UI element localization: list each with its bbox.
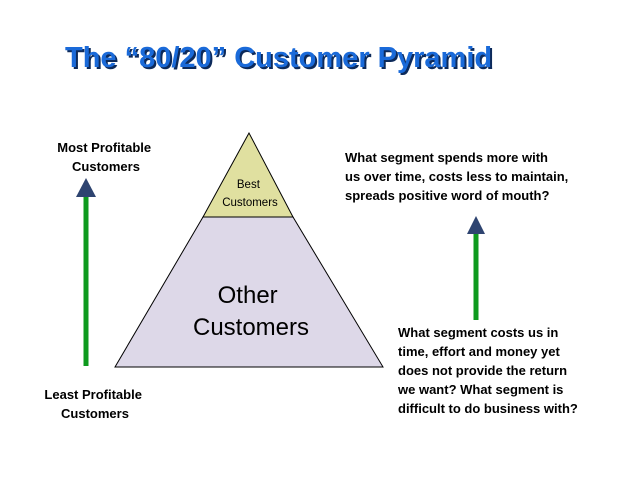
best-customers-label: Best Customers xyxy=(222,179,278,209)
most-profitable-label: Most Profitable Customers xyxy=(57,140,155,174)
least-profitable-label: Least Profitable Customers xyxy=(44,387,145,421)
page-title-shadow: The “80/20” Customer Pyramid xyxy=(67,44,494,76)
pyramid-top-segment xyxy=(202,131,294,218)
other-customers-label: Other Customers xyxy=(193,282,309,341)
page-title: The “80/20” Customer Pyramid xyxy=(65,42,492,74)
worst-segment-question: What segment costs us in time, effort an… xyxy=(397,325,578,416)
left-arrowhead-icon xyxy=(76,178,96,197)
customer-pyramid: Best Customers Other Customers xyxy=(114,131,384,368)
left-profitability-arrow xyxy=(76,178,96,366)
right-arrowhead-icon xyxy=(467,216,485,234)
right-question-arrow xyxy=(467,216,485,320)
best-segment-question: What segment spends more with us over ti… xyxy=(345,150,572,203)
